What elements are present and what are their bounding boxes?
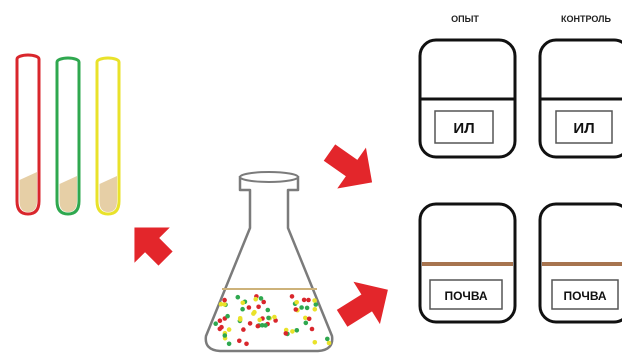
flask-particle: [301, 297, 307, 303]
flask-particle: [299, 305, 304, 310]
flask-particle: [217, 318, 223, 324]
flask-particle: [222, 297, 227, 303]
flask-particle: [237, 338, 242, 344]
flask-particle: [240, 306, 245, 312]
flask-particle: [225, 313, 230, 319]
flask-particle: [303, 320, 309, 326]
flask-particle: [304, 305, 310, 311]
conical-flask-icon: [204, 171, 334, 353]
flask-particle: [261, 299, 267, 305]
flask-particle: [226, 341, 232, 347]
flask-particle: [226, 327, 232, 332]
flask-particle: [257, 317, 263, 323]
flask-particle: [244, 341, 249, 347]
flask-particle: [309, 326, 315, 332]
flask-particle: [294, 328, 300, 333]
header-control: КОНТРОЛЬ: [561, 14, 611, 24]
flask-particle: [289, 294, 295, 299]
flask-particle: [222, 302, 227, 307]
flask-particle: [238, 317, 243, 322]
test-tube-red-icon: [15, 53, 41, 216]
flask-particle: [265, 307, 271, 313]
arrow-to-soil-icon: [336, 281, 388, 327]
flask-particle: [325, 336, 330, 342]
flask-particle: [283, 327, 289, 333]
flask-particle: [306, 316, 312, 322]
flask-particles: [213, 294, 332, 347]
flask-particle: [240, 300, 246, 306]
arrow-to-silt-icon: [323, 144, 373, 189]
flask-particle: [219, 324, 224, 330]
test-tube-yellow-icon: [95, 56, 121, 216]
flask-particle: [303, 315, 308, 321]
flask-particle: [312, 298, 317, 303]
flask-particle: [283, 331, 289, 336]
flask-particle: [222, 333, 228, 338]
flask-particle: [256, 304, 261, 310]
arrow-to-flask-icon: [134, 227, 173, 266]
label-silt-experiment: ИЛ: [453, 120, 474, 137]
flask-particle: [293, 307, 299, 312]
flask-particle: [218, 301, 224, 307]
flask-particle: [253, 296, 258, 302]
label-silt-control: ИЛ: [573, 120, 594, 137]
flask-particle: [252, 309, 257, 315]
flask-particle: [290, 329, 295, 334]
flask-particle: [306, 297, 311, 303]
flask-particle: [241, 327, 246, 332]
flask-particle: [260, 323, 265, 328]
flask-particle: [247, 321, 253, 326]
flask-particle: [312, 307, 318, 312]
label-soil-experiment: ПОЧВА: [444, 289, 487, 303]
flask-particle: [235, 294, 241, 300]
container-silt-control: ИЛ: [538, 38, 622, 159]
container-silt-experiment: ИЛ: [418, 38, 517, 159]
flask-particle: [213, 321, 218, 327]
flask-particle: [294, 300, 300, 305]
flask-particle: [266, 315, 271, 321]
test-tube-green-icon: [55, 56, 81, 216]
flask-particle: [258, 296, 264, 301]
flask-particle: [273, 318, 278, 323]
flask-particle: [312, 340, 318, 345]
header-experiment: ОПЫТ: [451, 14, 479, 24]
flask-particle: [255, 323, 261, 329]
flask-particle: [263, 323, 268, 328]
flask-particle: [246, 305, 252, 310]
flask-particle: [272, 314, 277, 320]
container-soil-control: ПОЧВА: [538, 202, 622, 324]
flask-particle: [313, 302, 319, 307]
flask-particle: [326, 340, 332, 346]
container-soil-experiment: ПОЧВА: [418, 202, 517, 324]
label-soil-control: ПОЧВА: [563, 289, 606, 303]
